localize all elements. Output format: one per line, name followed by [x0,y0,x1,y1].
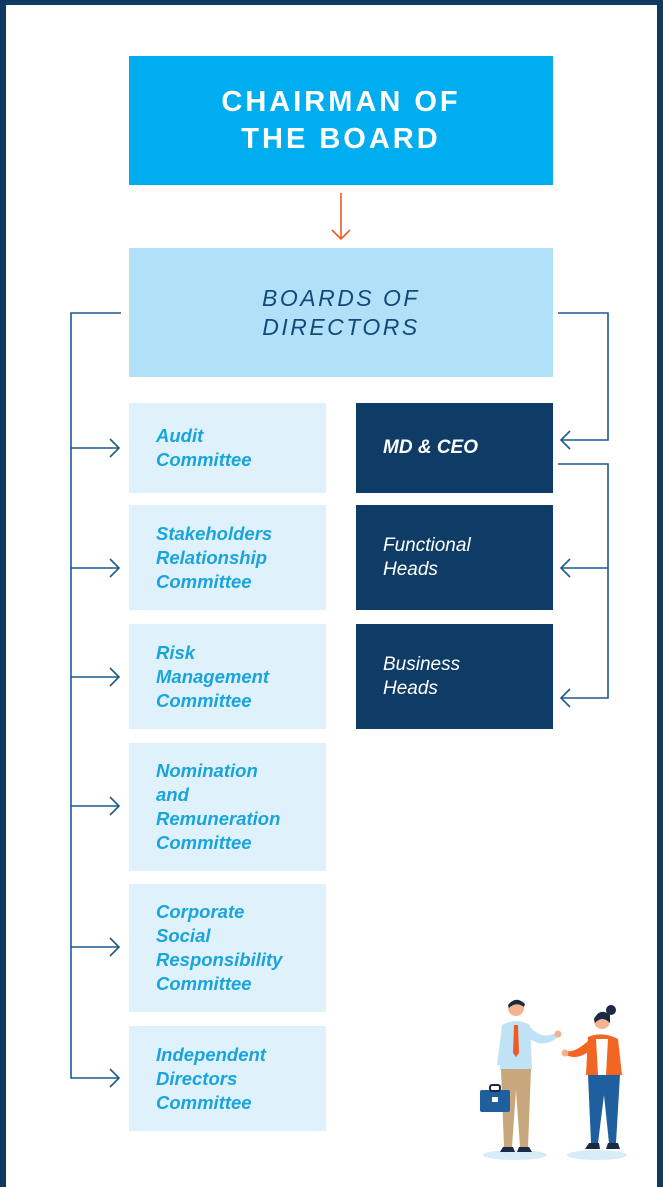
woman-figure [561,1005,622,1149]
committee-label: Nomination and Remuneration Committee [156,760,281,853]
exec-business-heads: Business Heads [356,624,553,729]
committee-csr: Corporate Social Responsibility Committe… [129,884,326,1012]
board-box: BOARDS OF DIRECTORS [129,248,553,377]
committee-connector [70,312,121,1088]
committee-label: Risk Management Committee [156,641,270,711]
committee-risk: Risk Management Committee [129,624,326,729]
exec-md-ceo: MD & CEO [356,403,553,493]
committee-label: Stakeholders Relationship Committee [156,522,273,592]
exec-functional-heads: Functional Heads [356,505,553,610]
people-illustration [480,999,627,1160]
committee-nomination: Nomination and Remuneration Committee [129,743,326,871]
exec-label: Business Heads [383,653,461,699]
exec-label: Functional Heads [383,534,471,580]
down-arrow-icon [331,193,351,241]
committee-stakeholders: Stakeholders Relationship Committee [129,505,326,610]
heads-connector [558,463,609,708]
md-connector [558,312,609,450]
board-label: BOARDS OF DIRECTORS [262,284,420,340]
committee-label: Independent Directors Committee [156,1043,266,1113]
committee-audit: Audit Committee [129,403,326,493]
committee-label: Audit Committee [156,425,252,470]
chairman-box: CHAIRMAN OF THE BOARD [129,56,553,185]
exec-label: MD & CEO [383,437,478,458]
committee-independent: Independent Directors Committee [129,1026,326,1131]
man-figure [480,999,562,1152]
committee-label: Corporate Social Responsibility Committe… [156,901,283,994]
chairman-label: CHAIRMAN OF THE BOARD [221,85,461,155]
